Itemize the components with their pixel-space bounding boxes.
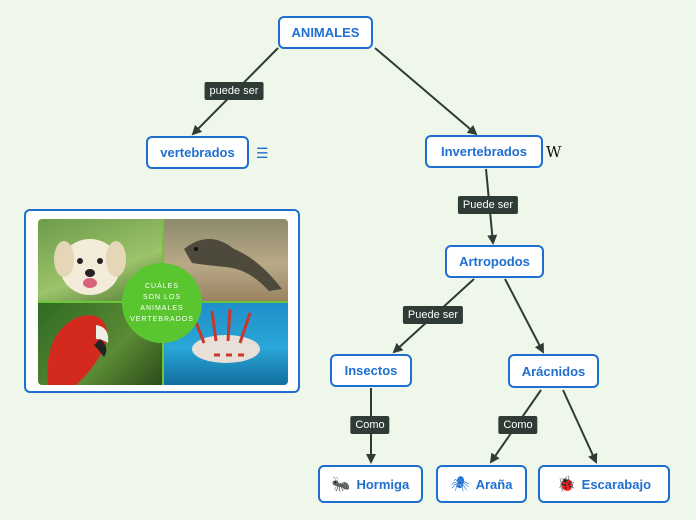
node-aracnidos-label: Arácnidos <box>521 363 586 379</box>
edge-label-puede-ser-invertebrados: Puede ser <box>457 196 519 214</box>
node-invertebrados[interactable]: Invertebrados <box>425 135 543 168</box>
edge-label-como-insectos: Como <box>350 416 390 434</box>
beetle-icon: 🐞 <box>556 476 576 493</box>
dog-photo <box>38 219 162 301</box>
image-node-vertebrados[interactable]: CUÁLES SON LOS ANIMALES VERTEBRADOS <box>24 209 300 393</box>
ant-icon: 🐜 <box>331 476 351 493</box>
note-icon[interactable]: ☰ <box>256 145 269 161</box>
node-escarabajo[interactable]: 🐞 Escarabajo <box>538 465 670 503</box>
node-arana-label: Araña <box>475 476 513 492</box>
collage-line-3: ANIMALES <box>140 305 184 312</box>
lizard-illustration <box>184 239 282 291</box>
edge-label-como-aracnidos: Como <box>498 416 538 434</box>
parrot-illustration <box>47 315 109 385</box>
node-animales-label: ANIMALES <box>291 25 360 40</box>
node-vertebrados[interactable]: vertebrados <box>146 136 249 169</box>
edge-artropodos-aracnidos <box>504 278 544 354</box>
lionfish-photo <box>164 303 288 385</box>
wikipedia-icon[interactable]: W <box>546 143 562 161</box>
dog-illustration <box>54 239 126 295</box>
node-insectos-label: Insectos <box>344 363 398 378</box>
node-insectos[interactable]: Insectos <box>330 354 412 387</box>
collage-line-4: VERTEBRADOS <box>130 316 194 323</box>
node-escarabajo-label: Escarabajo <box>581 476 652 492</box>
collage-line-1: CUÁLES <box>144 283 179 290</box>
node-hormiga-label: Hormiga <box>356 476 410 492</box>
node-artropodos-label: Artropodos <box>459 254 530 269</box>
node-invertebrados-label: Invertebrados <box>441 144 527 159</box>
node-animales[interactable]: ANIMALES <box>278 16 373 49</box>
node-aracnidos[interactable]: Arácnidos <box>508 354 599 388</box>
collage-line-2: SON LOS <box>142 294 182 301</box>
edge-animales-invertebrados <box>374 47 478 136</box>
node-hormiga[interactable]: 🐜 Hormiga <box>318 465 423 503</box>
vertebrates-collage-image: CUÁLES SON LOS ANIMALES VERTEBRADOS <box>38 219 288 385</box>
edge-aracnidos-escarabajo <box>562 389 598 464</box>
spider-icon: 🕷 <box>450 476 470 493</box>
node-vertebrados-label: vertebrados <box>160 145 235 160</box>
node-arana[interactable]: 🕷 Araña <box>436 465 527 503</box>
collage-title-circle: CUÁLES SON LOS ANIMALES VERTEBRADOS <box>122 263 202 343</box>
edge-label-puede-ser-artropodos: Puede ser <box>402 306 464 324</box>
node-artropodos[interactable]: Artropodos <box>445 245 544 278</box>
edge-label-puede-ser: puede ser <box>204 82 264 100</box>
